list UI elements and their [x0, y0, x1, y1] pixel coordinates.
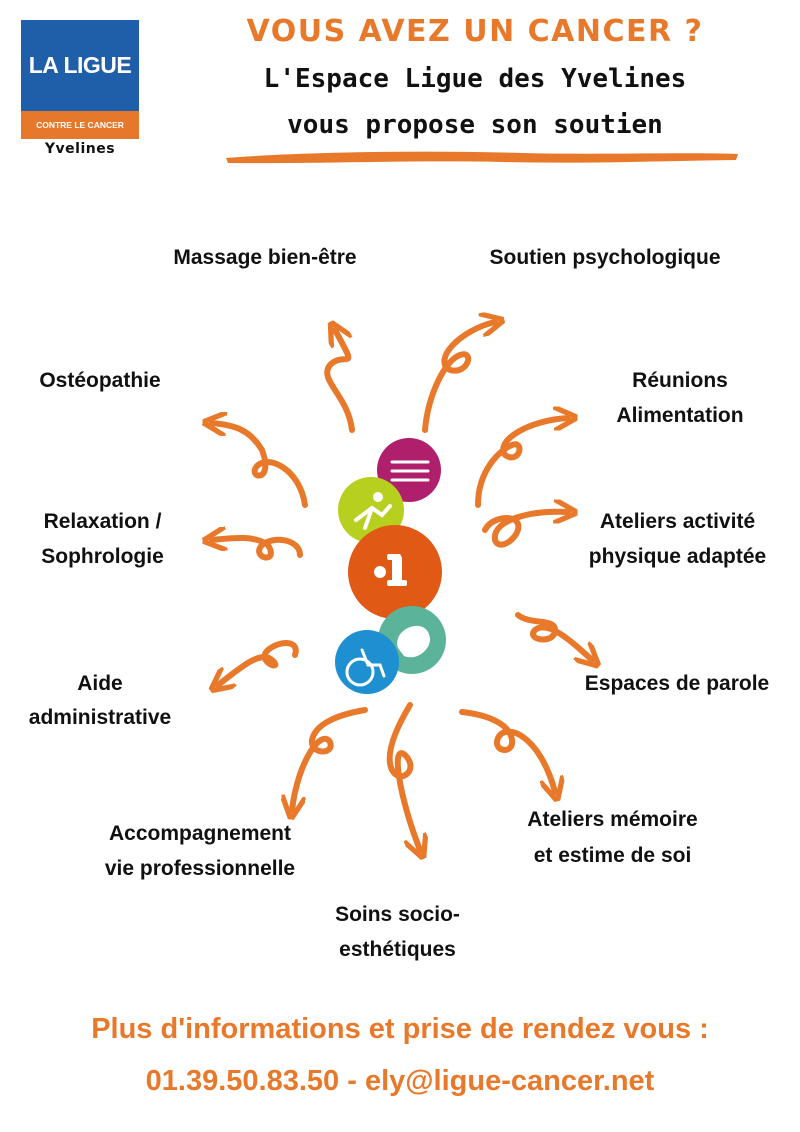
accessibility-icon: [335, 630, 399, 694]
service-relaxation-line1: Relaxation /: [43, 510, 162, 533]
brush-underline: [226, 151, 738, 164]
service-memoire-line1: Ateliers mémoire: [527, 808, 698, 831]
service-espaces-parole: Espaces de parole: [584, 672, 770, 695]
logo-bottom-text: CONTRE LE CANCER: [21, 111, 139, 139]
service-reunions-line2: Alimentation: [616, 404, 744, 427]
logo-subtitle: Yvelines: [44, 141, 116, 157]
arrow-reunions: [475, 418, 568, 508]
arrow-relax: [212, 538, 303, 561]
arrow-memoire: [459, 709, 555, 792]
service-accompagnement-line1: Accompagnement: [108, 822, 292, 845]
service-soins-line2: esthétiques: [339, 938, 456, 961]
service-accompagnement-line2: vie professionnelle: [104, 857, 296, 880]
arrow-osteo: [212, 423, 308, 508]
arrow-apa: [482, 512, 568, 548]
service-osteopathie: Ostéopathie: [39, 369, 161, 392]
footer-contact[interactable]: 01.39.50.83.50 - ely@ligue-cancer.net: [145, 1065, 655, 1097]
service-apa-line2: physique adaptée: [588, 545, 767, 568]
service-soins-line1: Soins socio-: [335, 903, 460, 926]
logo-main-text: LA LIGUE: [21, 20, 139, 111]
service-soutien-psychologique: Soutien psychologique: [489, 246, 721, 269]
service-memoire-line2: et estime de soi: [533, 844, 692, 867]
service-relaxation-line2: Sophrologie: [41, 545, 164, 568]
service-reunions-line1: Réunions: [632, 369, 728, 392]
service-apa-line1: Ateliers activité: [599, 510, 756, 533]
page-title: VOUS AVEZ UN CANCER ?: [246, 14, 704, 49]
subtitle-line-1: L'Espace Ligue des Yvelines: [263, 64, 687, 94]
arrow-soins: [386, 702, 420, 850]
arrow-admin: [218, 640, 299, 685]
footer-info: Plus d'informations et prise de rendez v…: [91, 1013, 709, 1045]
arrow-massage: [324, 330, 355, 433]
arrow-pro: [292, 707, 368, 810]
arrow-parole: [515, 612, 592, 660]
service-aide-line2: administrative: [28, 706, 172, 729]
service-aide-line1: Aide: [77, 672, 123, 695]
service-massage: Massage bien-être: [173, 246, 357, 269]
info-icon: [348, 525, 442, 619]
arrow-psy: [422, 322, 495, 433]
subtitle-line-2: vous propose son soutien: [287, 110, 663, 140]
logo: LA LIGUE CONTRE LE CANCER: [21, 20, 139, 139]
